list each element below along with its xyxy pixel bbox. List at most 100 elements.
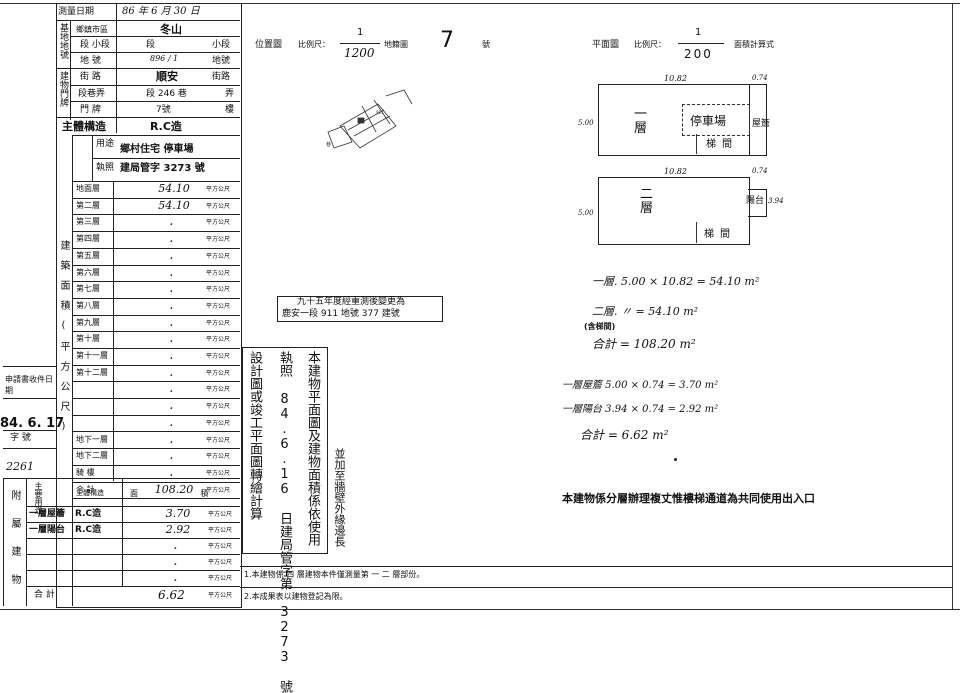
annex-struct-label: 主體構造 xyxy=(76,489,104,497)
floor1-eave: 屋簷 xyxy=(752,119,771,129)
annex-total-label: 合 計 xyxy=(34,590,55,600)
annex-col-divider xyxy=(122,478,123,586)
floor-col-divider xyxy=(113,181,114,481)
lot-suffix: 地號 xyxy=(212,56,231,66)
cadastral-suffix: 號 xyxy=(482,40,490,49)
floor-row-value: ． xyxy=(168,282,180,295)
floor-row-value: ． xyxy=(168,399,180,412)
application-number-label: 字 號 xyxy=(10,433,31,443)
change-note-box xyxy=(277,296,443,322)
floor-row-line xyxy=(72,365,240,366)
floor-row-value: ． xyxy=(168,433,180,446)
annex-row-line xyxy=(26,554,240,555)
floor-row-value: 54.10 xyxy=(158,199,190,212)
location-scale-num: 1 xyxy=(357,27,364,38)
floor-row-line xyxy=(72,431,240,432)
floor-row-line xyxy=(72,465,240,466)
floor-row-value: ． xyxy=(168,249,180,262)
floor-row-unit: 平方公尺 xyxy=(206,320,231,327)
number-label: 門 牌 xyxy=(80,105,101,115)
floor-plan-scale-label: 比例尺： xyxy=(634,40,666,49)
shared-use-note: 本建物係分層辦理複丈惟樓梯通道為共同使用出入口 xyxy=(562,492,815,505)
floor-row-value: ． xyxy=(168,466,180,479)
floor-row-line xyxy=(72,415,240,416)
floor-row-line xyxy=(72,448,240,449)
floor-row-line xyxy=(72,265,240,266)
statement-col2: 執照 84.6.16 日建局管字第 3273 號 xyxy=(277,351,292,693)
address-group-label: 建物門牌 xyxy=(58,71,68,107)
floor1-dim-top-right: 0.74 xyxy=(752,74,768,82)
floor-row-label: 第十層 xyxy=(76,334,100,343)
area-calc-label: 面積計算式 xyxy=(734,40,774,49)
floor-row-unit: 平方公尺 xyxy=(206,487,231,494)
floor-row-unit: 平方公尺 xyxy=(206,370,231,377)
floor-row-value: ． xyxy=(168,366,180,379)
location-scale-den: 1200 xyxy=(344,46,375,60)
calc-line5: 一層陽台 3.94 × 0.74 = 2.92 m² xyxy=(562,404,719,415)
floor-row-label: 騎 樓 xyxy=(76,468,95,477)
calc-line3: 合計 = 108.20 m² xyxy=(592,337,696,351)
floor-row-label: 第十二層 xyxy=(76,368,108,377)
floor-row-value: 108.20 xyxy=(154,483,194,496)
street-suffix: 街路 xyxy=(212,72,231,82)
floor-row-label: 地下一層 xyxy=(76,435,108,444)
permit-value: 建局管字 3273 號 xyxy=(120,163,205,174)
floor-row-unit: 平方公尺 xyxy=(206,470,231,477)
floor-row-unit: 平方公尺 xyxy=(206,270,231,277)
annex-row-value: ． xyxy=(172,571,184,584)
floor-row-line xyxy=(72,298,240,299)
calc-line4: 一層屋簷 5.00 × 0.74 = 3.70 m² xyxy=(562,380,719,391)
floor-row-value: ． xyxy=(168,332,180,345)
location-map-sketch: 巷 911 xyxy=(326,89,413,149)
annex-row-line xyxy=(26,506,240,507)
application-number-value: 2261 xyxy=(6,460,34,473)
statement-extra: 並加至牆壁外緣邊長 xyxy=(333,448,346,547)
statement-col1: 本建物平面圖及建物面積係依使用 xyxy=(305,351,320,546)
floor-row-label: 第十一層 xyxy=(76,351,108,360)
floor-row-unit: 平方公尺 xyxy=(206,437,231,444)
number-value: 7號 xyxy=(156,105,171,115)
main-structure-label: 主體構造 xyxy=(62,120,106,133)
floor-row-line xyxy=(72,498,240,499)
floor-row-value: ． xyxy=(168,349,180,362)
lot-label: 地 號 xyxy=(80,56,101,66)
survey-date-value: 86 年 6 月 30 日 xyxy=(122,6,200,17)
floor-row-label: 第五層 xyxy=(76,251,100,260)
annex-row-value: ． xyxy=(172,555,184,568)
floor2-stairs: 梯間 xyxy=(704,229,736,240)
use-label: 用途 xyxy=(96,139,115,149)
section-value: 段 xyxy=(146,40,156,50)
floor-row-line xyxy=(72,398,240,399)
calc-line6: 合計 = 6.62 m² xyxy=(580,428,669,442)
subsection-suffix: 小段 xyxy=(212,40,231,50)
annex-row-line xyxy=(26,570,240,571)
footnote-2: 2.本成果表以建物登記為限。 xyxy=(244,592,348,601)
lane-suffix: 弄 xyxy=(225,89,235,99)
calc-line2: 二層. 〃 = 54.10 m² xyxy=(592,305,699,318)
floor-plan-scale-den: 200 xyxy=(684,47,713,61)
annex-row-use: 一層屋簷 xyxy=(29,509,66,519)
floor2-dim-top: 10.82 xyxy=(664,167,687,176)
cadastral-label: 地籍圖 xyxy=(384,40,408,49)
annex-row-line xyxy=(26,522,240,523)
location-map-title: 位置圖 xyxy=(255,40,283,50)
floor1-parking: 停車場 xyxy=(690,114,727,128)
floor-row-line xyxy=(72,482,240,483)
floor-row-unit: 平方公尺 xyxy=(206,236,231,243)
floor-row-line xyxy=(72,381,240,382)
floor-row-unit: 平方公尺 xyxy=(206,286,231,293)
floor-row-label: 第九層 xyxy=(76,318,100,327)
section-label: 段 小段 xyxy=(80,40,110,50)
county-value: 冬山 xyxy=(160,23,182,36)
survey-form-table xyxy=(56,3,242,608)
floor-row-value: ． xyxy=(168,232,180,245)
lot-value: 896 / 1 xyxy=(150,54,179,63)
number-suffix: 樓 xyxy=(225,105,235,115)
floor-row-unit: 平方公尺 xyxy=(206,253,231,260)
annex-use-label: 主要用途 xyxy=(34,482,43,514)
lane-label: 段巷弄 xyxy=(78,89,106,99)
base-group-label: 基地地號 xyxy=(58,23,68,59)
floor-row-label: 第二層 xyxy=(76,201,100,210)
calc-note: (含梯間) xyxy=(584,322,616,331)
annex-row-unit: 平方公尺 xyxy=(208,543,233,550)
